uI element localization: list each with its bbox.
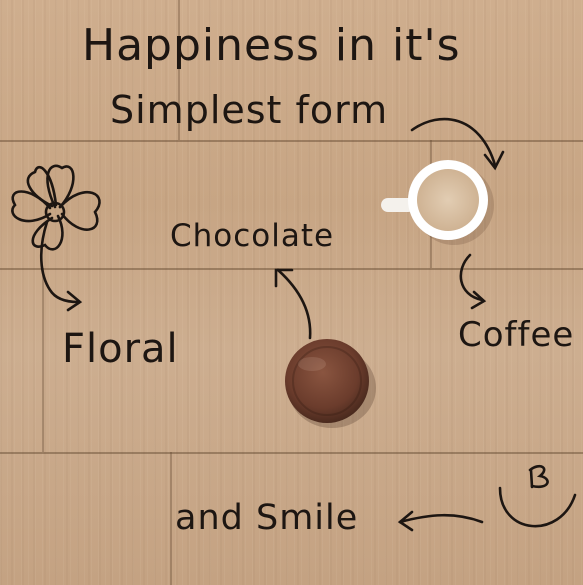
flower-icon <box>11 164 101 312</box>
chocolate-biscuit <box>285 339 376 428</box>
label-smile: and Smile <box>175 498 359 538</box>
plank-seam <box>42 268 44 452</box>
plank-line <box>0 452 583 454</box>
label-coffee: Coffee <box>458 315 575 355</box>
arrow-icon <box>410 117 505 171</box>
plank-seam <box>178 0 180 140</box>
label-chocolate: Chocolate <box>170 218 335 254</box>
coffee-cup <box>381 160 494 245</box>
plank-line <box>0 140 583 142</box>
title-line-2: Simplest form <box>110 88 389 132</box>
arrow-icon <box>459 253 487 310</box>
arrow-icon <box>274 268 312 340</box>
title-line-1: Happiness in it's <box>82 20 461 71</box>
plank-seam <box>170 452 172 585</box>
smiley-icon <box>498 464 577 528</box>
label-floral: Floral <box>62 326 179 372</box>
arrow-icon <box>397 510 484 532</box>
